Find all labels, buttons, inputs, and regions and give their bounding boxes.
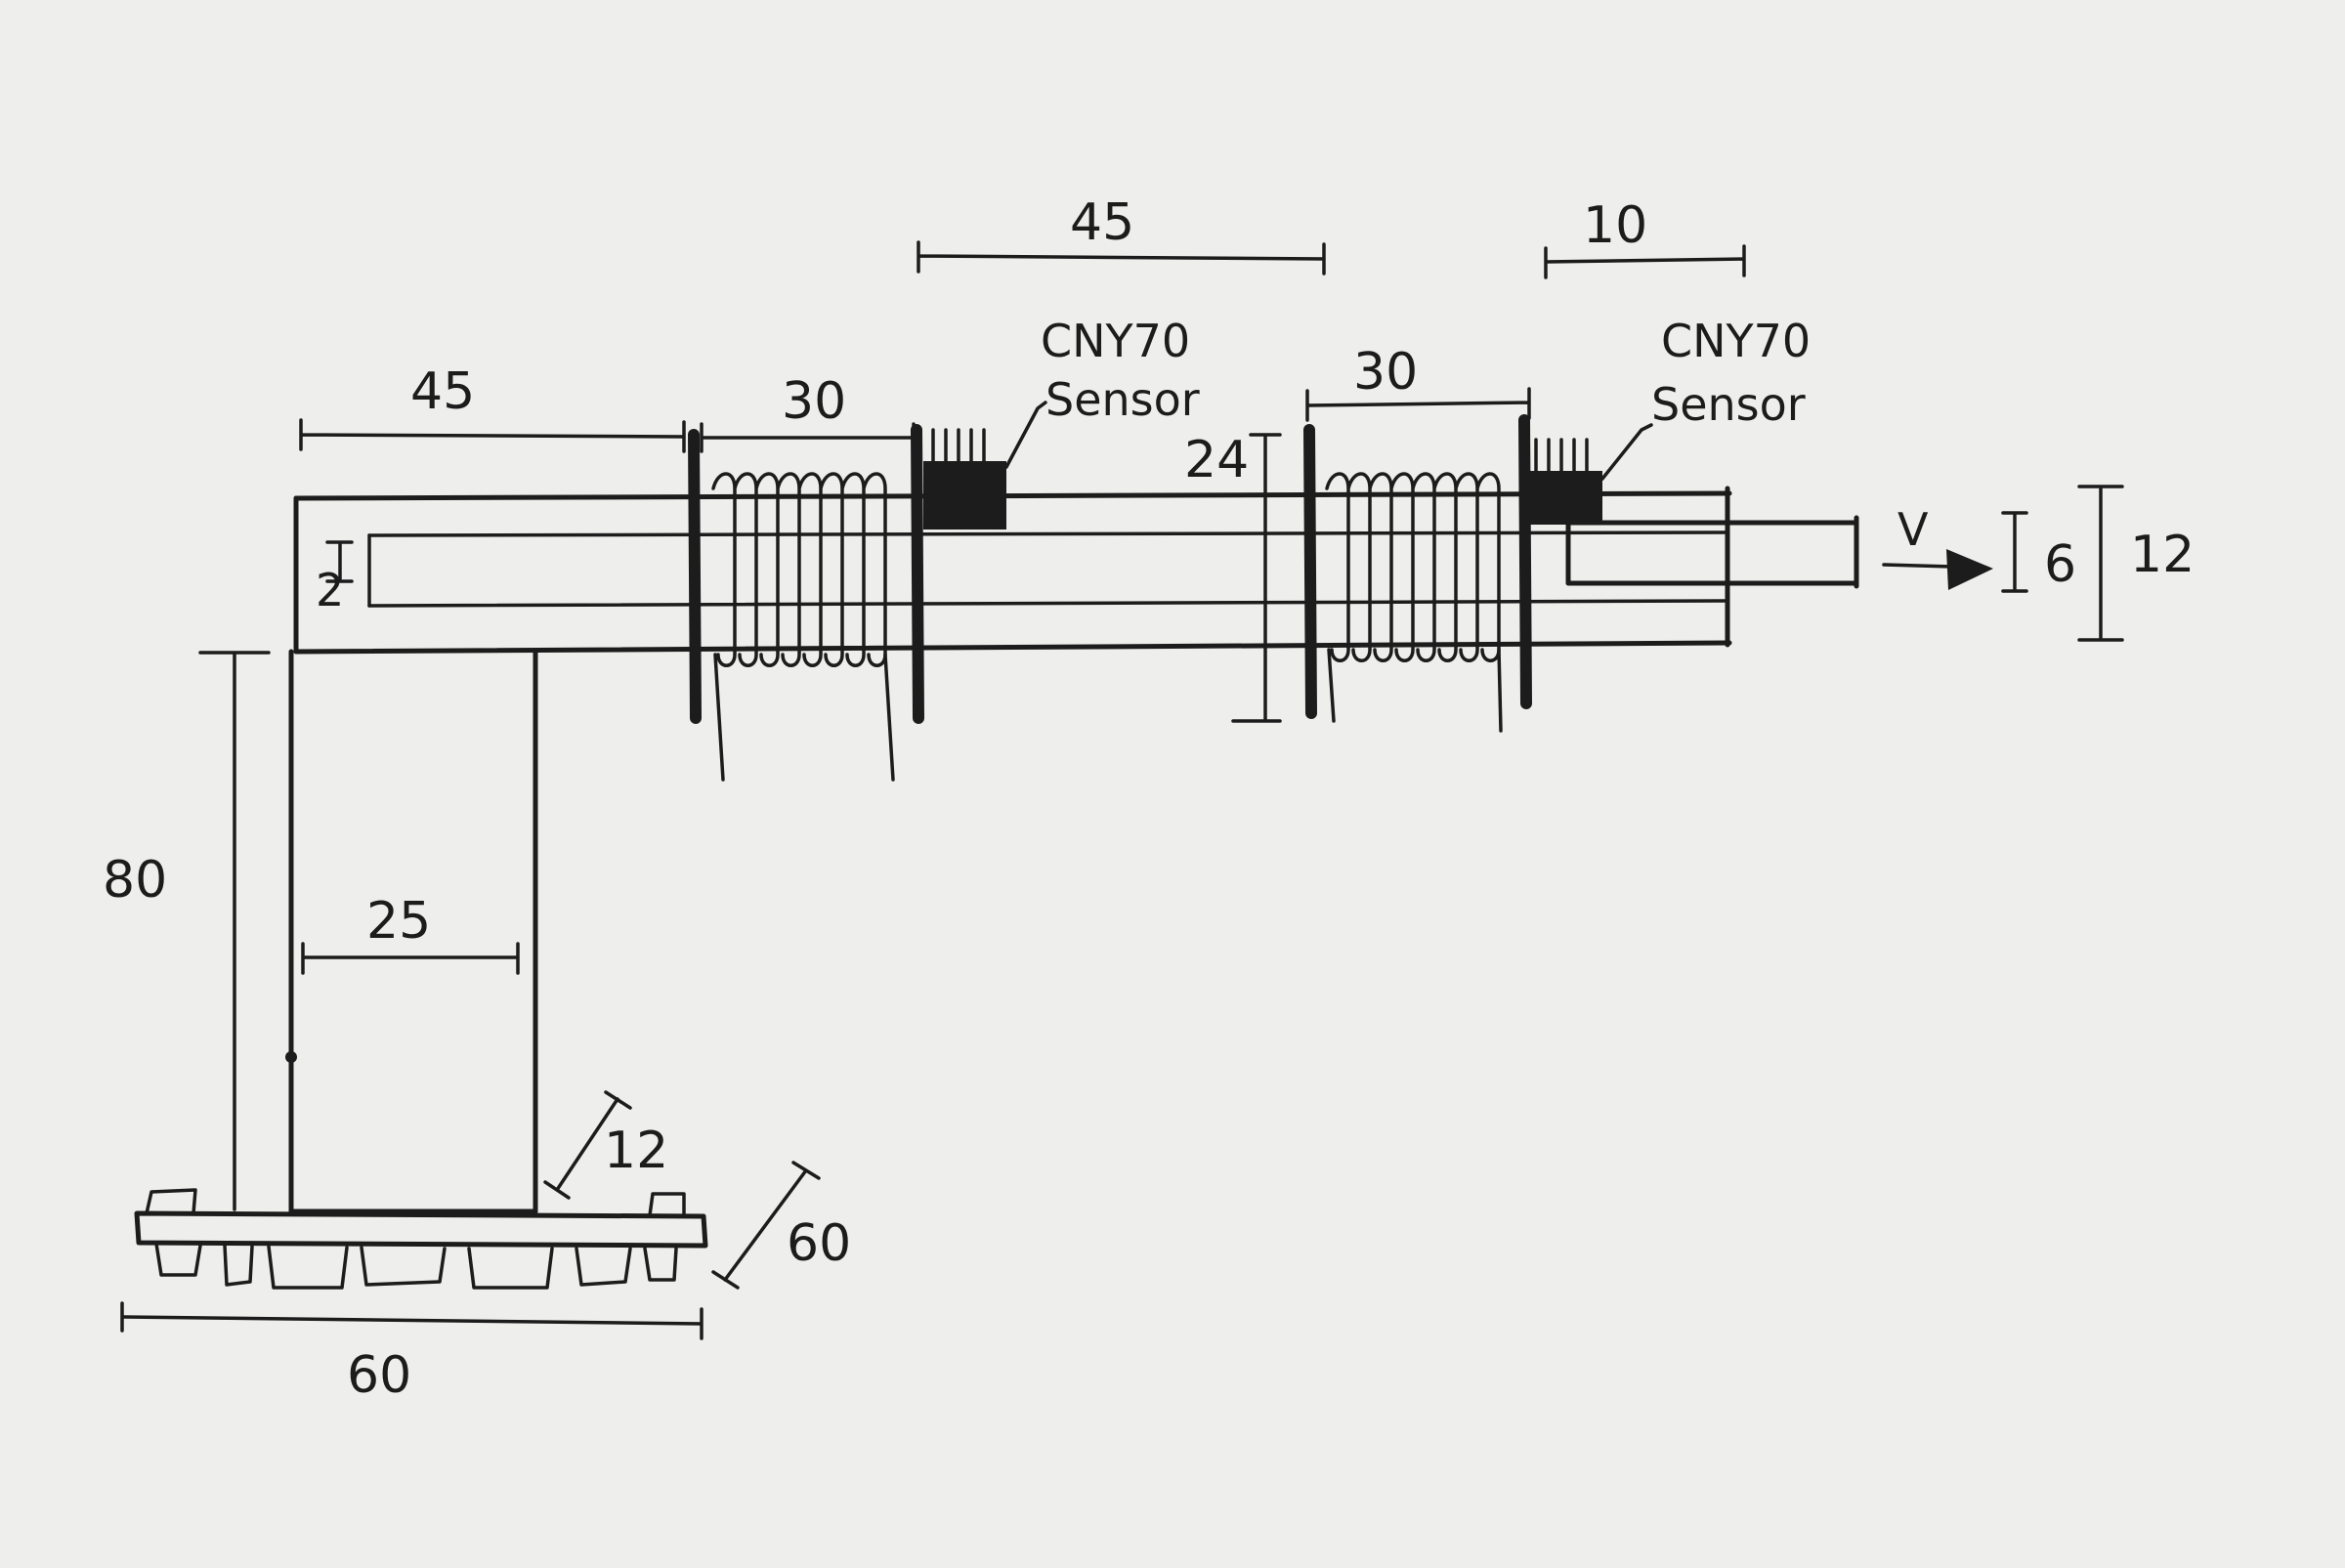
coil-2-right-flange xyxy=(1518,414,1532,709)
sensor-2-pins xyxy=(1534,438,1589,473)
sensor-2-model: CNY70 xyxy=(1661,315,1811,367)
coil-2-lead-right xyxy=(1497,648,1503,733)
label-projectile-height: 6 xyxy=(2044,535,2076,594)
base-components xyxy=(154,1242,678,1290)
dim-base-depth-line xyxy=(711,1161,821,1290)
velocity-indicator: V xyxy=(1882,503,1993,590)
coil-1-left-flange xyxy=(688,429,702,724)
base xyxy=(134,1188,708,1290)
sensor-1: CNY70 Sensor xyxy=(923,315,1200,530)
velocity-arrow-icon xyxy=(1946,549,1993,590)
coil-1-winding xyxy=(711,472,887,667)
sensor-2-leader xyxy=(1600,423,1653,481)
coil-2 xyxy=(1303,414,1532,733)
coil-2-left-flange xyxy=(1303,424,1317,719)
sensor-1-leader xyxy=(1004,401,1047,469)
sensor-2-body xyxy=(1529,471,1602,525)
dim-stand-width-line xyxy=(301,942,520,975)
label-sensor-width: 10 xyxy=(1583,196,1647,255)
dim-stand-height-line xyxy=(198,651,271,1211)
label-sensor-spacing: 45 xyxy=(1070,193,1134,252)
label-stand-width: 25 xyxy=(366,892,431,951)
label-coil-diameter: 24 xyxy=(1184,431,1249,489)
label-slot-height: 2 xyxy=(316,564,344,616)
label-stand-depth: 12 xyxy=(604,1122,668,1180)
label-tube-height: 12 xyxy=(2130,526,2195,584)
coil-1-right-flange xyxy=(911,424,924,724)
label-base-width: 60 xyxy=(347,1346,411,1405)
dimension-lines xyxy=(120,240,2124,1340)
coil-1 xyxy=(688,424,924,782)
sensor-2-label: Sensor xyxy=(1651,378,1806,431)
dim-sensor-spacing-line xyxy=(917,240,1326,275)
dim-coil-1-line xyxy=(700,422,916,453)
label-arm-length: 45 xyxy=(410,362,475,421)
base-plate xyxy=(134,1210,708,1249)
tube-assembly xyxy=(293,486,1732,655)
stand-screw-mark xyxy=(285,1051,297,1063)
base-clip-right xyxy=(648,1192,686,1218)
dim-coil-2-line xyxy=(1305,387,1531,422)
base-clip-left xyxy=(145,1188,197,1215)
sensor-1-label: Sensor xyxy=(1045,373,1200,426)
sensor-1-body xyxy=(923,461,1006,530)
dim-sensor-width-line xyxy=(1544,244,1746,279)
label-stand-height: 80 xyxy=(103,851,167,910)
sensor-1-pins xyxy=(931,428,986,463)
dim-slot-line xyxy=(325,540,354,583)
dimension-labels: 45 30 45 30 10 24 2 6 12 80 25 12 60 60 xyxy=(103,193,2195,1405)
tube-bottom-edge xyxy=(293,640,1732,655)
velocity-label: V xyxy=(1897,503,1929,556)
dim-coil-diameter-line xyxy=(1231,433,1282,723)
coil-2-winding xyxy=(1325,472,1501,662)
label-coil-2-length: 30 xyxy=(1353,343,1418,402)
coil-1-lead-right xyxy=(883,653,895,782)
tube-top-edge xyxy=(293,490,1732,501)
dim-tube-line xyxy=(2077,485,2124,642)
sensor-1-model: CNY70 xyxy=(1041,315,1190,367)
projectile xyxy=(1565,515,1859,589)
velocity-arrow-shaft xyxy=(1882,563,1954,569)
label-coil-1-length: 30 xyxy=(782,372,846,431)
dim-base-width-line xyxy=(120,1301,704,1340)
sensor-2: CNY70 Sensor xyxy=(1529,315,1811,525)
label-base-depth: 60 xyxy=(787,1214,851,1273)
coil-1-lead-left xyxy=(713,653,725,782)
dim-arm-length-line xyxy=(299,418,686,453)
coil-2-lead-left xyxy=(1327,648,1336,723)
dim-stand-depth-line xyxy=(543,1090,632,1200)
dim-projectile-line xyxy=(2001,511,2028,593)
stand xyxy=(285,649,538,1214)
